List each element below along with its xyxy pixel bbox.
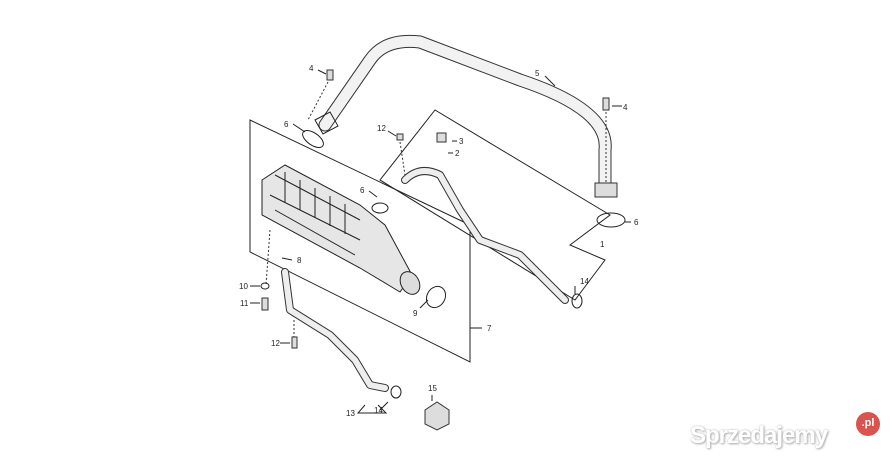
callout-15: 15 — [428, 384, 437, 393]
washer-10 — [260, 282, 270, 290]
gasket-6-right — [596, 212, 626, 228]
callout-14: 14 — [580, 277, 589, 286]
gasket-6-mid — [371, 202, 389, 214]
gasket-14-right — [571, 293, 583, 309]
callout-4: 4 — [309, 64, 314, 73]
cap-3 — [436, 132, 447, 143]
callout-6: 6 — [634, 218, 639, 227]
callout-4: 4 — [623, 103, 628, 112]
pipe-group-frame-1 — [379, 109, 611, 301]
callout-13: 13 — [346, 409, 355, 418]
o-ring-9 — [425, 285, 447, 309]
callout-6: 6 — [284, 120, 289, 129]
callout-2: 2 — [455, 149, 460, 158]
bolt-4-left — [326, 69, 334, 81]
callout-8: 8 — [297, 256, 302, 265]
bolt-11 — [261, 297, 269, 311]
callout-9: 9 — [413, 309, 418, 318]
coolant-pipe-1 — [401, 167, 569, 304]
watermark-badge: .pl — [856, 412, 880, 436]
gasket-14-lower — [390, 385, 402, 399]
callout-12: 12 — [377, 124, 386, 133]
callout-11: 11 — [240, 299, 249, 308]
fitting-15 — [424, 401, 450, 431]
callout-10: 10 — [239, 282, 248, 291]
callout-7: 7 — [487, 324, 492, 333]
bolt-12-top — [396, 133, 404, 141]
intercooler — [261, 164, 421, 295]
callout-14: 14 — [374, 406, 383, 415]
intake-tube-5 — [314, 34, 618, 198]
callout-1: 1 — [600, 240, 605, 249]
callout-6: 6 — [360, 186, 365, 195]
bolt-12-lower — [291, 336, 298, 349]
gasket-6-top — [302, 130, 324, 148]
coolant-pipe-lower — [281, 268, 389, 392]
callout-5: 5 — [535, 69, 540, 78]
callout-3: 3 — [459, 137, 464, 146]
watermark-logo: Sprzedajemy — [690, 422, 828, 449]
bolt-4-right — [602, 97, 610, 111]
callout-12: 12 — [271, 339, 280, 348]
